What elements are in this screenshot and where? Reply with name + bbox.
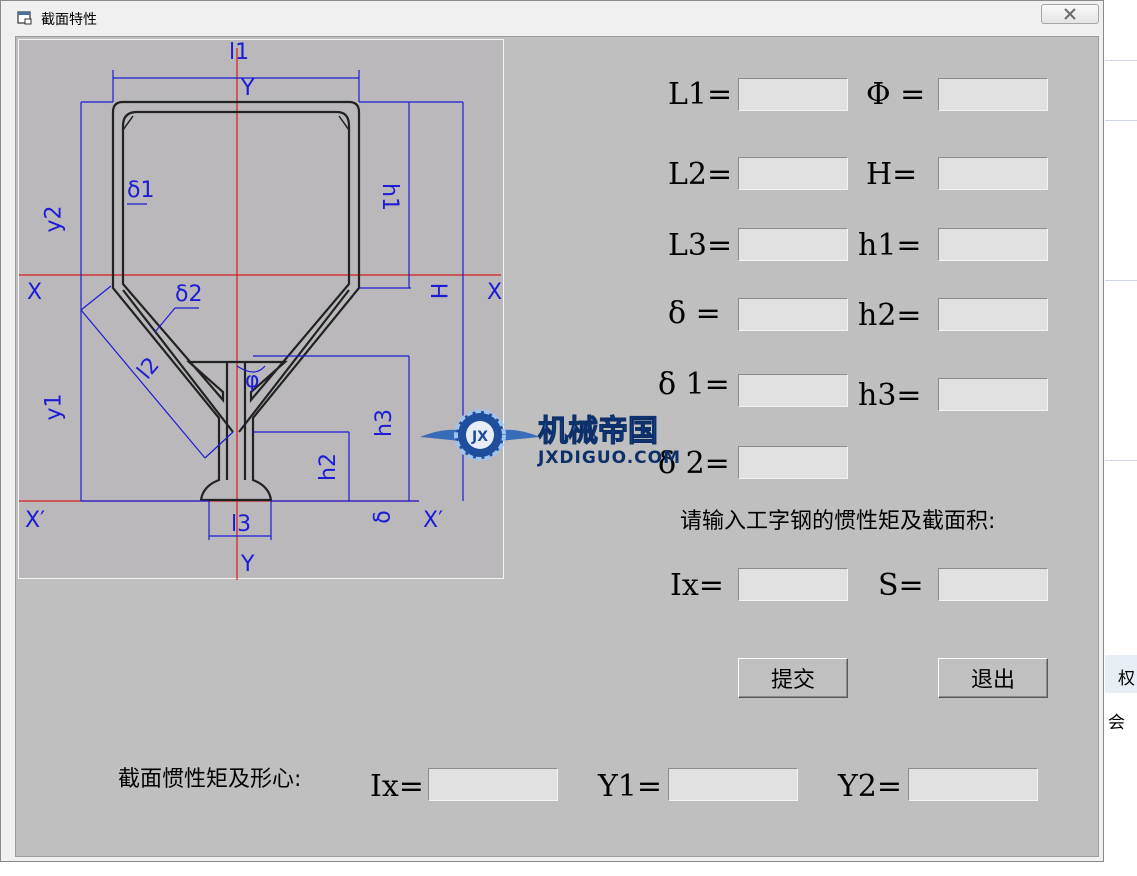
label-h3: h3= (858, 378, 922, 413)
title-bar[interactable]: 截面特性 (1, 1, 1103, 35)
bg-divider (1105, 60, 1137, 61)
label-H: H= (866, 157, 918, 192)
input-h2[interactable] (938, 298, 1048, 331)
label-delta: δ = (668, 296, 721, 331)
cross-section-drawing (19, 48, 501, 580)
label-S: S= (878, 568, 924, 603)
axis-label-y-bottom: Y (241, 552, 255, 577)
output-Y2[interactable] (908, 768, 1038, 801)
input-L3[interactable] (738, 228, 848, 261)
axis-label-xprime-right: X′ (423, 508, 444, 533)
input-delta1[interactable] (738, 374, 848, 407)
axis-label-x-right: X (487, 280, 503, 305)
input-delta2[interactable] (738, 446, 848, 479)
exit-button[interactable]: 退出 (938, 658, 1048, 698)
label-L2: L2= (668, 157, 733, 192)
window-app-icon (17, 11, 32, 25)
label-h2: h2= (858, 298, 922, 333)
jxdiguo-watermark-logo: JX 机械帝国 JXDIGUO.COM (420, 409, 681, 468)
input-L2[interactable] (738, 157, 848, 190)
input-h1[interactable] (938, 228, 1048, 261)
label-result-Y1: Y1= (598, 769, 663, 804)
label-result-Y2: Y2= (838, 769, 903, 804)
axis-label-x-left: X (27, 280, 43, 305)
section-diagram: l1 Y Y X X X′ X′ y2 y1 H h1 h2 h3 l2 l3 … (18, 39, 504, 580)
bg-row-highlight (1105, 655, 1137, 693)
bg-text-fragment: 权 (1118, 669, 1135, 689)
inertia-prompt: 请输入工字钢的惯性矩及截面积: (680, 509, 996, 534)
section-outline (111, 100, 361, 502)
svg-text:机械帝国: 机械帝国 (538, 414, 658, 449)
label-h1: h1= (858, 228, 922, 263)
bg-divider (1105, 460, 1137, 461)
bg-divider (1105, 120, 1137, 121)
label-L3: L3= (668, 228, 733, 263)
section-properties-window: 截面特性 (0, 0, 1104, 862)
dim-label-delta: δ (370, 510, 396, 524)
input-S[interactable] (938, 568, 1048, 601)
label-result-Ix: Ix= (370, 769, 424, 804)
window-title: 截面特性 (41, 12, 97, 28)
label-phi: Φ = (866, 77, 926, 112)
svg-text:JX: JX (471, 429, 488, 445)
close-button[interactable] (1041, 4, 1099, 24)
axis-label-y-top: Y (241, 76, 255, 101)
axis-label-xprime-left: X′ (25, 508, 46, 533)
client-area: l1 Y Y X X X′ X′ y2 y1 H h1 h2 h3 l2 l3 … (15, 36, 1099, 857)
output-Ix[interactable] (428, 768, 558, 801)
dim-label-delta2: δ2 (175, 282, 203, 307)
output-Y1[interactable] (668, 768, 798, 801)
close-icon (1064, 8, 1076, 20)
label-delta2: δ 2= (658, 446, 730, 481)
input-h3[interactable] (938, 378, 1048, 411)
results-caption: 截面惯性矩及形心: (118, 767, 302, 792)
dim-label-y1: y1 (41, 393, 67, 421)
dim-label-h2: h2 (315, 453, 341, 481)
dim-label-l3: l3 (231, 512, 252, 537)
label-Ix-input: Ix= (670, 568, 724, 603)
dim-label-h3: h3 (371, 409, 397, 437)
dimension-lines (80, 70, 464, 540)
dim-label-H: H (428, 282, 454, 300)
dim-label-delta1: δ1 (127, 178, 155, 203)
label-L1: L1= (668, 77, 733, 112)
label-delta1: δ 1= (658, 367, 730, 402)
input-phi[interactable] (938, 78, 1048, 111)
input-L1[interactable] (738, 78, 848, 111)
dim-label-h1: h1 (376, 183, 402, 211)
input-Ix[interactable] (738, 568, 848, 601)
bg-text-fragment: 会 (1108, 713, 1125, 733)
submit-button[interactable]: 提交 (738, 658, 848, 698)
dim-label-y2: y2 (41, 205, 67, 233)
dim-label-phi: φ (245, 368, 260, 393)
dim-label-l1: l1 (229, 40, 250, 65)
input-delta[interactable] (738, 298, 848, 331)
phi-angle-arc (236, 365, 266, 373)
input-H[interactable] (938, 157, 1048, 190)
bg-divider (1105, 280, 1137, 281)
svg-text:JXDIGUO.COM: JXDIGUO.COM (537, 448, 681, 468)
